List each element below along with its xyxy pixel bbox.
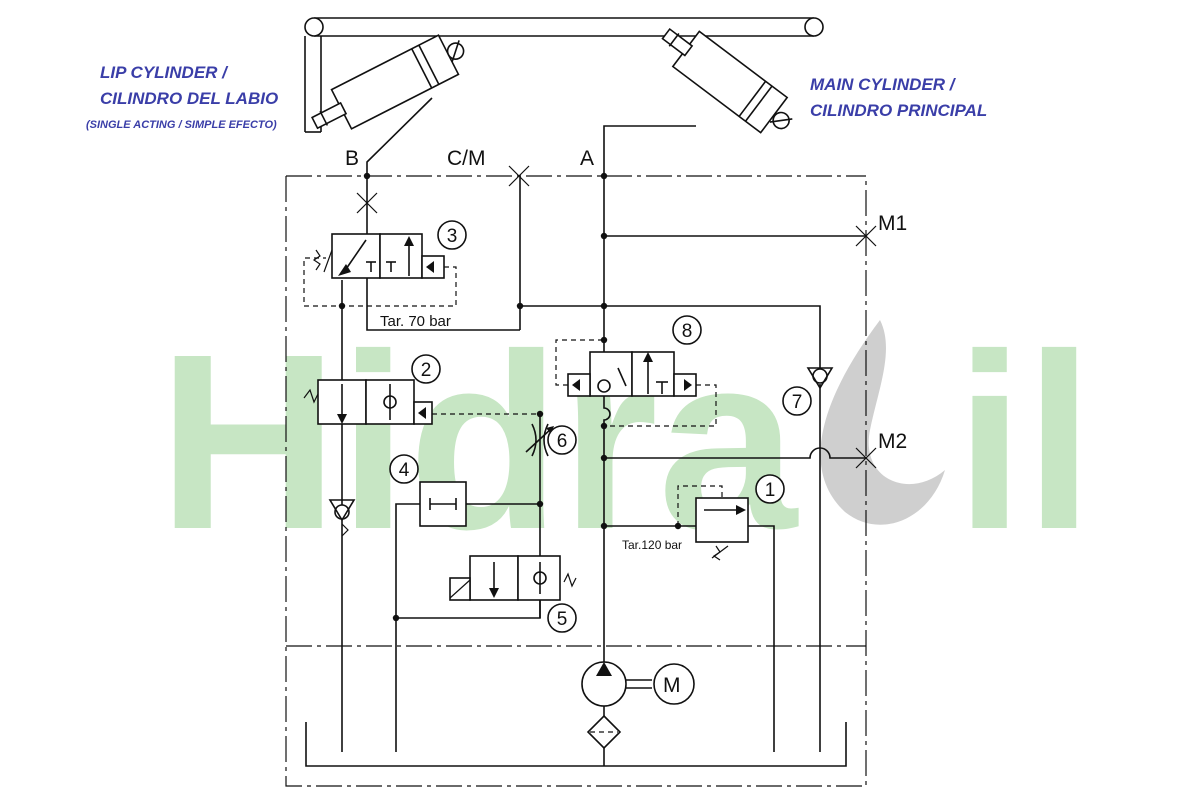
- relief-valve-1-badge: [755, 474, 785, 504]
- valve-3-setting: Tar. 70 bar: [380, 313, 451, 330]
- check-valve-7: [806, 367, 834, 390]
- valve-5-number: 5: [557, 609, 568, 630]
- watermark-text-right: il: [955, 302, 1094, 581]
- line-return-right: [520, 305, 821, 370]
- component-4-number: 4: [399, 460, 410, 481]
- valve-2: [303, 379, 540, 425]
- motor: [653, 663, 695, 705]
- pump: [581, 661, 627, 716]
- component-4: [395, 481, 540, 752]
- port-a-label: A: [580, 147, 594, 170]
- relief-valve-1: [604, 485, 775, 752]
- throttle-6: [525, 414, 554, 618]
- lip-cylinder-caption-2: CILINDRO DEL LABIO: [100, 89, 278, 108]
- valve-8: [555, 339, 717, 427]
- valve-3-badge: [437, 220, 467, 250]
- check-valve-left: [328, 499, 356, 537]
- lip-cylinder-line: [366, 97, 433, 176]
- coupling: [626, 679, 652, 689]
- main-cylinder-caption-2: CILINDRO PRINCIPAL: [810, 101, 987, 120]
- port-b-label: B: [345, 147, 359, 170]
- filter: [586, 714, 622, 766]
- valve-3-number: 3: [447, 226, 458, 247]
- check-valve-7-badge: [782, 386, 812, 416]
- line-a-lower: [603, 398, 611, 662]
- lip-cylinder-caption-3: (SINGLE ACTING / SIMPLE EFECTO): [86, 119, 277, 131]
- main-cylinder-caption-1: MAIN CYLINDER /: [810, 75, 957, 94]
- relief-valve-1-setting: Tar.120 bar: [622, 538, 682, 552]
- block-boundary: [285, 175, 867, 787]
- valve-5-badge: [547, 603, 577, 633]
- main-cylinder: [661, 27, 793, 134]
- port-m1-label: M1: [878, 212, 907, 235]
- valve-8-badge: [672, 315, 702, 345]
- watermark: Hidra il: [158, 302, 1094, 581]
- valve-2-badge: [411, 354, 441, 384]
- valve-3: [303, 233, 457, 307]
- watermark-text-left: Hidra: [158, 302, 799, 581]
- relief-valve-1-number: 1: [765, 480, 776, 501]
- check-valve-7-number: 7: [792, 392, 803, 413]
- lip-cylinder-caption-1: LIP CYLINDER /: [100, 63, 229, 82]
- valve-8-number: 8: [682, 321, 693, 342]
- valve-5: [396, 555, 577, 619]
- tank: [305, 722, 847, 767]
- port-cm-label: C/M: [447, 147, 486, 170]
- throttle-6-number: 6: [557, 431, 568, 452]
- main-cylinder-line: [603, 125, 696, 176]
- throttle-6-badge: [547, 425, 577, 455]
- motor-label: M: [663, 674, 681, 697]
- port-m2-label: M2: [878, 430, 907, 453]
- lip-cylinder: [311, 34, 465, 130]
- valve-2-number: 2: [421, 360, 432, 381]
- component-4-badge: [389, 454, 419, 484]
- line-cm-bottom: [366, 276, 520, 331]
- watermark-drop-icon: [820, 320, 945, 525]
